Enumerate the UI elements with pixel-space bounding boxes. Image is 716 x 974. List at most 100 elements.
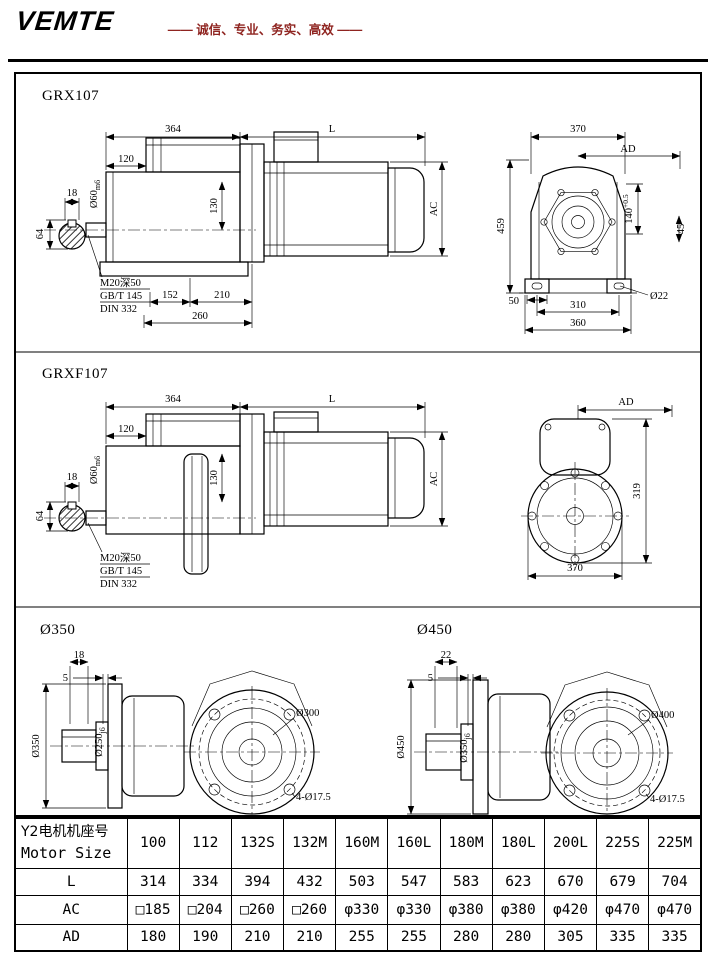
grx107-front-dimensions: 370 AD 459 140+0.5 45 bbox=[496, 124, 687, 334]
size-cell: 180M bbox=[439, 817, 493, 869]
flange450-title: Ø450 bbox=[417, 622, 452, 638]
row-label: AC bbox=[14, 894, 128, 925]
value-cell: 280 bbox=[439, 923, 493, 952]
brand-slogan: —— 诚信、专业、务实、高效 —— bbox=[167, 23, 363, 37]
dim-dia350j6: Ø350j6 bbox=[459, 733, 472, 763]
tap-note-line1: M20深50 bbox=[100, 277, 141, 289]
flange350-front-view: Ø300 4-Ø17.5 bbox=[184, 670, 331, 815]
dim-310: 310 bbox=[570, 300, 586, 311]
size-cell: 180L bbox=[491, 817, 545, 869]
dim-5: 5 bbox=[428, 673, 433, 684]
dim-130: 130 bbox=[209, 198, 220, 214]
dim-dia450: Ø450 bbox=[396, 735, 407, 758]
value-cell: φ330 bbox=[335, 894, 389, 925]
tap-note-line3: DIN 332 bbox=[100, 579, 137, 590]
dim-45: 45 bbox=[676, 224, 687, 235]
value-cell: φ330 bbox=[387, 894, 441, 925]
dim-260: 260 bbox=[192, 311, 208, 322]
dim-210: 210 bbox=[214, 290, 230, 301]
value-cell: 210 bbox=[283, 923, 337, 952]
drawing-frame: GRX107 bbox=[14, 72, 702, 817]
grxf107-shaft-section-view: 18 64 bbox=[35, 472, 86, 532]
grx107-side-view bbox=[44, 131, 425, 277]
value-cell: □204 bbox=[178, 894, 232, 925]
size-cell: 132S bbox=[230, 817, 285, 869]
dim-L: L bbox=[329, 124, 335, 135]
dim-140: 140+0.5 bbox=[621, 194, 635, 224]
dim-120: 120 bbox=[118, 154, 134, 165]
flange350-section: Ø350 18 bbox=[31, 622, 331, 815]
value-cell: 583 bbox=[439, 867, 493, 896]
motor-size-header: Y2电机机座号 Motor Size bbox=[14, 817, 128, 869]
value-cell: 547 bbox=[387, 867, 441, 896]
flange450-side-dimensions: 22 5 Ø450 Ø350j6 bbox=[396, 650, 487, 815]
value-cell: 335 bbox=[596, 923, 650, 952]
size-cell: 225M bbox=[648, 817, 702, 869]
AC-row: AC □185 □204 □260 □260 φ330 φ330 φ380 φ3… bbox=[14, 894, 702, 925]
dim-5: 5 bbox=[63, 673, 68, 684]
dim-364: 364 bbox=[165, 394, 182, 405]
grx107-side-dimensions: 364 L 120 Ø60m6 130 AC M20深50 GB/T 145 bbox=[87, 124, 448, 328]
flange350-side-dimensions: 18 5 Ø350 Ø250j6 bbox=[31, 650, 122, 809]
dim-dia300: Ø300 bbox=[296, 708, 319, 719]
dim-360: 360 bbox=[570, 318, 586, 329]
value-cell: 190 bbox=[178, 923, 232, 952]
value-cell: φ470 bbox=[596, 894, 650, 925]
dim-AC: AC bbox=[429, 202, 440, 217]
header-rule bbox=[8, 59, 708, 62]
tap-note-line3: DIN 332 bbox=[100, 304, 137, 315]
grxf107-section: GRXF107 bbox=[35, 366, 673, 590]
row-label: L bbox=[14, 867, 128, 896]
motor-size-label-en: Motor Size bbox=[21, 843, 112, 862]
dim-AC: AC bbox=[429, 472, 440, 487]
value-cell: 314 bbox=[126, 867, 180, 896]
dim-64: 64 bbox=[35, 510, 46, 521]
dim-152: 152 bbox=[162, 290, 178, 301]
shaft-diameter-label: Ø60m6 bbox=[89, 456, 102, 484]
brand-logo: VEMTE bbox=[14, 6, 116, 36]
dim-319: 319 bbox=[632, 483, 643, 499]
size-cell: 160L bbox=[387, 817, 441, 869]
value-cell: □260 bbox=[230, 894, 285, 925]
size-cell: 200L bbox=[543, 817, 598, 869]
grxf107-title: GRXF107 bbox=[42, 366, 108, 382]
dim-dia22: Ø22 bbox=[650, 291, 668, 302]
value-cell: □260 bbox=[283, 894, 337, 925]
AD-row: AD 180 190 210 210 255 255 280 280 305 3… bbox=[14, 923, 702, 952]
dimension-table: Y2电机机座号 Motor Size 100 112 132S 132M 160… bbox=[14, 817, 702, 952]
value-cell: 623 bbox=[491, 867, 545, 896]
grxf107-side-view bbox=[44, 411, 425, 575]
size-cell: 112 bbox=[178, 817, 232, 869]
value-cell: 255 bbox=[335, 923, 389, 952]
dim-459: 459 bbox=[496, 218, 507, 234]
grx107-shaft-section-view: 18 64 bbox=[35, 188, 86, 250]
dim-50: 50 bbox=[509, 296, 520, 307]
value-cell: 679 bbox=[596, 867, 650, 896]
dim-dia350: Ø350 bbox=[31, 734, 42, 757]
value-cell: 255 bbox=[387, 923, 441, 952]
dim-64: 64 bbox=[35, 228, 46, 239]
bolt-holes-note: 4-Ø17.5 bbox=[650, 794, 685, 805]
dim-18: 18 bbox=[67, 472, 78, 483]
L-row: L 314 334 394 432 503 547 583 623 670 67… bbox=[14, 867, 702, 896]
dim-dia250j6: Ø250j6 bbox=[94, 727, 107, 757]
bolt-holes-note: 4-Ø17.5 bbox=[296, 792, 331, 803]
value-cell: □185 bbox=[126, 894, 180, 925]
value-cell: φ470 bbox=[648, 894, 702, 925]
grxf107-front-view bbox=[521, 418, 629, 570]
motor-size-row: Y2电机机座号 Motor Size 100 112 132S 132M 160… bbox=[14, 817, 702, 869]
value-cell: 335 bbox=[648, 923, 702, 952]
dim-364: 364 bbox=[165, 124, 182, 135]
dim-L: L bbox=[329, 394, 335, 405]
value-cell: 394 bbox=[230, 867, 285, 896]
size-cell: 100 bbox=[126, 817, 180, 869]
tap-note-line2: GB/T 145 bbox=[100, 291, 142, 302]
value-cell: 210 bbox=[230, 923, 285, 952]
value-cell: φ380 bbox=[439, 894, 493, 925]
technical-drawing: GRX107 bbox=[16, 88, 700, 815]
value-cell: φ380 bbox=[491, 894, 545, 925]
value-cell: 503 bbox=[335, 867, 389, 896]
dim-dia400: Ø400 bbox=[651, 710, 674, 721]
dim-130: 130 bbox=[209, 470, 220, 486]
